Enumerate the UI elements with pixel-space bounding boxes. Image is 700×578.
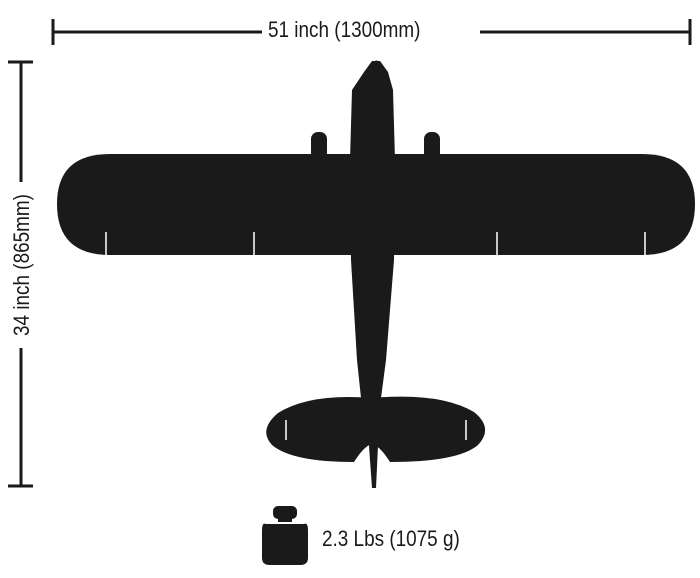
length-label: 34 inch (865mm) — [9, 194, 34, 336]
weight-label: 2.3 Lbs (1075 g) — [322, 526, 460, 551]
right-gear-stub — [424, 132, 440, 160]
control-surface-lines — [105, 232, 646, 440]
main-wing — [57, 154, 695, 255]
rudder — [369, 430, 378, 488]
spinner — [366, 60, 385, 76]
wingspan-dimension-line — [51, 19, 692, 45]
aircraft-silhouette — [57, 60, 695, 488]
weight-icon — [262, 506, 308, 565]
length-dimension-line — [8, 60, 33, 488]
horizontal-stabilizer — [266, 396, 486, 462]
wingspan-label: 51 inch (1300mm) — [268, 17, 421, 42]
left-gear-stub — [311, 132, 327, 160]
